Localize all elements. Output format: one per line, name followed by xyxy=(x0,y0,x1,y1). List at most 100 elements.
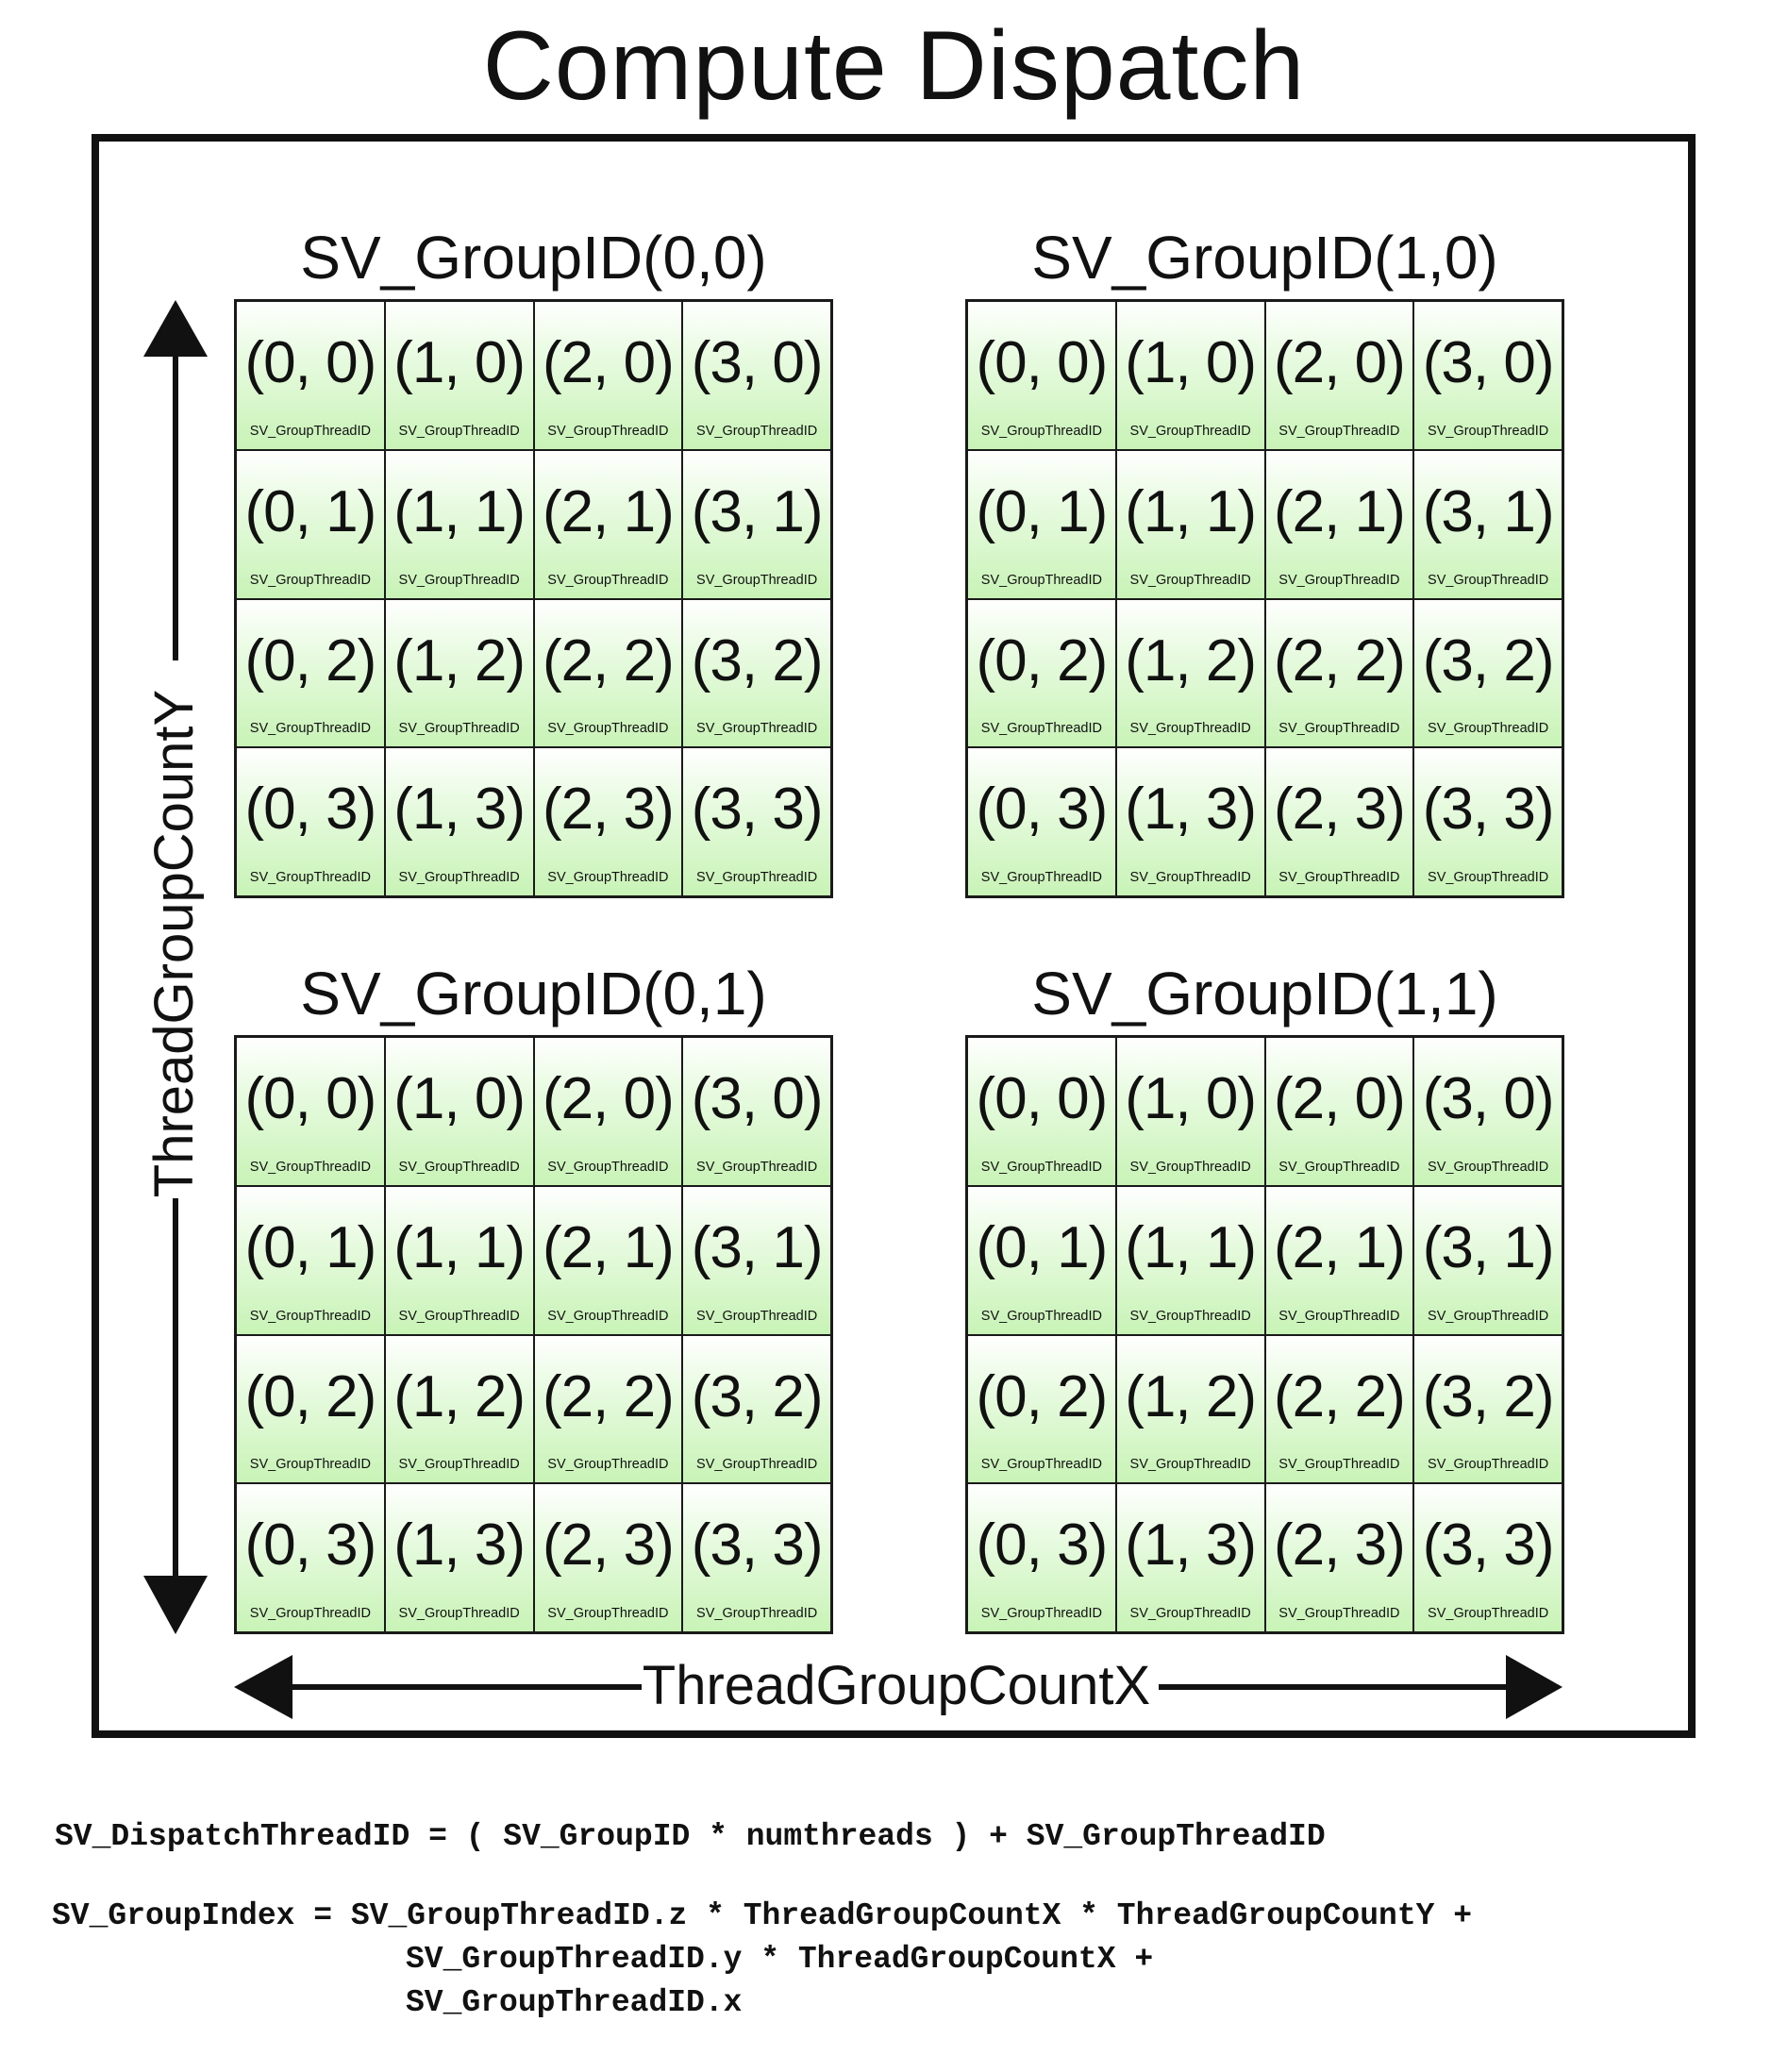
thread-cell: (2, 2)SV_GroupThreadID xyxy=(1264,598,1414,748)
thread-cell: (1, 1)SV_GroupThreadID xyxy=(384,1185,534,1335)
thread-sublabel: SV_GroupThreadID xyxy=(249,423,371,439)
thread-cell: (0, 0)SV_GroupThreadID xyxy=(236,1037,385,1186)
thread-cell: (0, 3)SV_GroupThreadID xyxy=(967,747,1116,896)
axis-y-label: ThreadGroupCountY xyxy=(143,689,205,1198)
thread-cell: (2, 0)SV_GroupThreadID xyxy=(1264,1037,1414,1186)
thread-sublabel: SV_GroupThreadID xyxy=(249,870,371,885)
thread-sublabel: SV_GroupThreadID xyxy=(1129,572,1251,588)
arrow-left-head xyxy=(234,1655,292,1719)
group-label: SV_GroupID(1,0) xyxy=(1031,224,1498,292)
thread-sublabel: SV_GroupThreadID xyxy=(249,1606,371,1621)
thread-sublabel: SV_GroupThreadID xyxy=(398,1606,520,1621)
thread-coord: (3, 3) xyxy=(691,777,824,843)
thread-cell: (1, 1)SV_GroupThreadID xyxy=(1115,449,1265,599)
thread-cell: (3, 2) SV_GroupThreadID xyxy=(1413,598,1562,748)
thread-sublabel: SV_GroupThreadID xyxy=(547,1308,669,1324)
thread-coord: (1, 3) xyxy=(1125,1512,1257,1579)
thread-sublabel: SV_GroupThreadID xyxy=(696,1457,818,1473)
thread-sublabel: SV_GroupThreadID xyxy=(547,1606,669,1621)
thread-coord: (2, 1) xyxy=(543,1214,675,1280)
thread-coord: (3, 0) xyxy=(691,1066,824,1131)
thread-coord: (0, 1) xyxy=(976,478,1109,544)
thread-cell: (0, 1)SV_GroupThreadID xyxy=(967,1185,1116,1335)
thread-coord: (2, 2) xyxy=(543,627,675,693)
thread-cell: (3, 0)SV_GroupThreadID xyxy=(682,1037,831,1186)
thread-sublabel: SV_GroupThreadID xyxy=(547,423,669,439)
thread-sublabel: SV_GroupThreadID xyxy=(696,423,818,439)
thread-cell: (0, 2)SV_GroupThreadID xyxy=(967,1334,1116,1484)
thread-coord: (2, 3) xyxy=(543,1512,675,1579)
thread-coord: (2, 0) xyxy=(1274,330,1406,395)
thread-coord: (3, 3) xyxy=(1422,777,1555,843)
thread-coord: (3, 1) xyxy=(1422,478,1555,544)
thread-cell: (2, 3)SV_GroupThreadID xyxy=(533,747,683,896)
thread-sublabel: SV_GroupThreadID xyxy=(1428,423,1549,439)
thread-sublabel: SV_GroupThreadID xyxy=(1428,1159,1549,1175)
thread-cell: (0, 3)SV_GroupThreadID xyxy=(967,1483,1116,1632)
thread-coord: (2, 2) xyxy=(1274,1363,1406,1429)
thread-cell: (1, 0)SV_GroupThreadID xyxy=(1115,301,1265,450)
thread-coord: (2, 2) xyxy=(1274,627,1406,693)
thread-sublabel: SV_GroupThreadID xyxy=(249,572,371,588)
thread-sublabel: SV_GroupThreadID xyxy=(1428,870,1549,885)
thread-sublabel: SV_GroupThreadID xyxy=(1278,1606,1400,1621)
thread-sublabel: SV_GroupThreadID xyxy=(1278,1308,1400,1324)
thread-sublabel: SV_GroupThreadID xyxy=(1278,572,1400,588)
thread-coord: (2, 1) xyxy=(1274,478,1406,544)
thread-coord: (1, 0) xyxy=(1125,1066,1257,1131)
thread-cell: (1, 0)SV_GroupThreadID xyxy=(384,301,534,450)
thread-sublabel: SV_GroupThreadID xyxy=(398,423,520,439)
thread-cell: (0, 2)SV_GroupThreadID xyxy=(967,598,1116,748)
thread-cell: (3, 3) SV_GroupThreadID xyxy=(1413,1483,1562,1632)
thread-coord: (3, 3) xyxy=(1422,1512,1555,1579)
thread-sublabel: SV_GroupThreadID xyxy=(1428,1308,1549,1324)
thread-coord: (2, 1) xyxy=(1274,1214,1406,1280)
thread-coord: (0, 0) xyxy=(976,330,1109,395)
thread-cell: (0, 2)SV_GroupThreadID xyxy=(236,598,385,748)
thread-sublabel: SV_GroupThreadID xyxy=(1129,1308,1251,1324)
thread-coord: (1, 1) xyxy=(393,478,526,544)
thread-cell: (2, 2) SV_GroupThreadID xyxy=(1264,1334,1414,1484)
thread-coord: (0, 0) xyxy=(244,1066,377,1131)
thread-sublabel: SV_GroupThreadID xyxy=(1129,721,1251,737)
thread-cell: (1, 0)SV_GroupThreadID xyxy=(1115,1037,1265,1186)
thread-sublabel: SV_GroupThreadID xyxy=(696,721,818,737)
thread-cell: (1, 2)SV_GroupThreadID xyxy=(384,1334,534,1484)
thread-cell: (2, 3) SV_GroupThreadID xyxy=(1264,1483,1414,1632)
thread-cell: (0, 1)SV_GroupThreadID xyxy=(967,449,1116,599)
thread-coord: (0, 3) xyxy=(976,777,1109,843)
formula-group-index-line1: SV_GroupIndex = SV_GroupThreadID.z * Thr… xyxy=(52,1898,1473,1933)
thread-sublabel: SV_GroupThreadID xyxy=(696,1606,818,1621)
thread-cell: (2, 1) SV_GroupThreadID xyxy=(1264,1185,1414,1335)
thread-sublabel: SV_GroupThreadID xyxy=(980,1159,1102,1175)
thread-cell: (2, 0)SV_GroupThreadID xyxy=(533,301,683,450)
thread-coord: (3, 2) xyxy=(1422,627,1555,693)
thread-sublabel: SV_GroupThreadID xyxy=(1278,1457,1400,1473)
thread-sublabel: SV_GroupThreadID xyxy=(980,1606,1102,1621)
thread-cell: (0, 1)SV_GroupThreadID xyxy=(236,1185,385,1335)
thread-cell: (2, 0)SV_GroupThreadID xyxy=(533,1037,683,1186)
thread-sublabel: SV_GroupThreadID xyxy=(1428,721,1549,737)
thread-sublabel: SV_GroupThreadID xyxy=(547,1159,669,1175)
thread-cell: (1, 2)SV_GroupThreadID xyxy=(1115,598,1265,748)
thread-cell: (3, 1)SV_GroupThreadID xyxy=(1413,1185,1562,1335)
thread-cell: (3, 0)SV_GroupThreadID xyxy=(1413,1037,1562,1186)
thread-cell: (0, 2)SV_GroupThreadID xyxy=(236,1334,385,1484)
thread-coord: (1, 2) xyxy=(393,1363,526,1429)
thread-sublabel: SV_GroupThreadID xyxy=(1428,1606,1549,1621)
thread-cell: (2, 1) SV_GroupThreadID xyxy=(1264,449,1414,599)
thread-coord: (3, 3) xyxy=(691,1512,824,1579)
thread-coord: (2, 2) xyxy=(543,1363,675,1429)
formula-group-index-line2: SV_GroupThreadID.y * ThreadGroupCountX + xyxy=(406,1942,1154,1977)
thread-cell: (1, 3)SV_GroupThreadID xyxy=(384,1483,534,1632)
thread-cell: (2, 2)SV_GroupThreadID xyxy=(533,1334,683,1484)
thread-sublabel: SV_GroupThreadID xyxy=(1278,1159,1400,1175)
thread-coord: (3, 2) xyxy=(691,1363,824,1429)
thread-coord: (3, 1) xyxy=(691,478,824,544)
axis-x-label: ThreadGroupCountX xyxy=(642,1655,1151,1716)
thread-sublabel: SV_GroupThreadID xyxy=(249,1457,371,1473)
thread-coord: (2, 3) xyxy=(1274,1512,1406,1579)
thread-cell: (0, 0)SV_GroupThreadID xyxy=(236,301,385,450)
thread-cell: (1, 1)SV_GroupThreadID xyxy=(1115,1185,1265,1335)
